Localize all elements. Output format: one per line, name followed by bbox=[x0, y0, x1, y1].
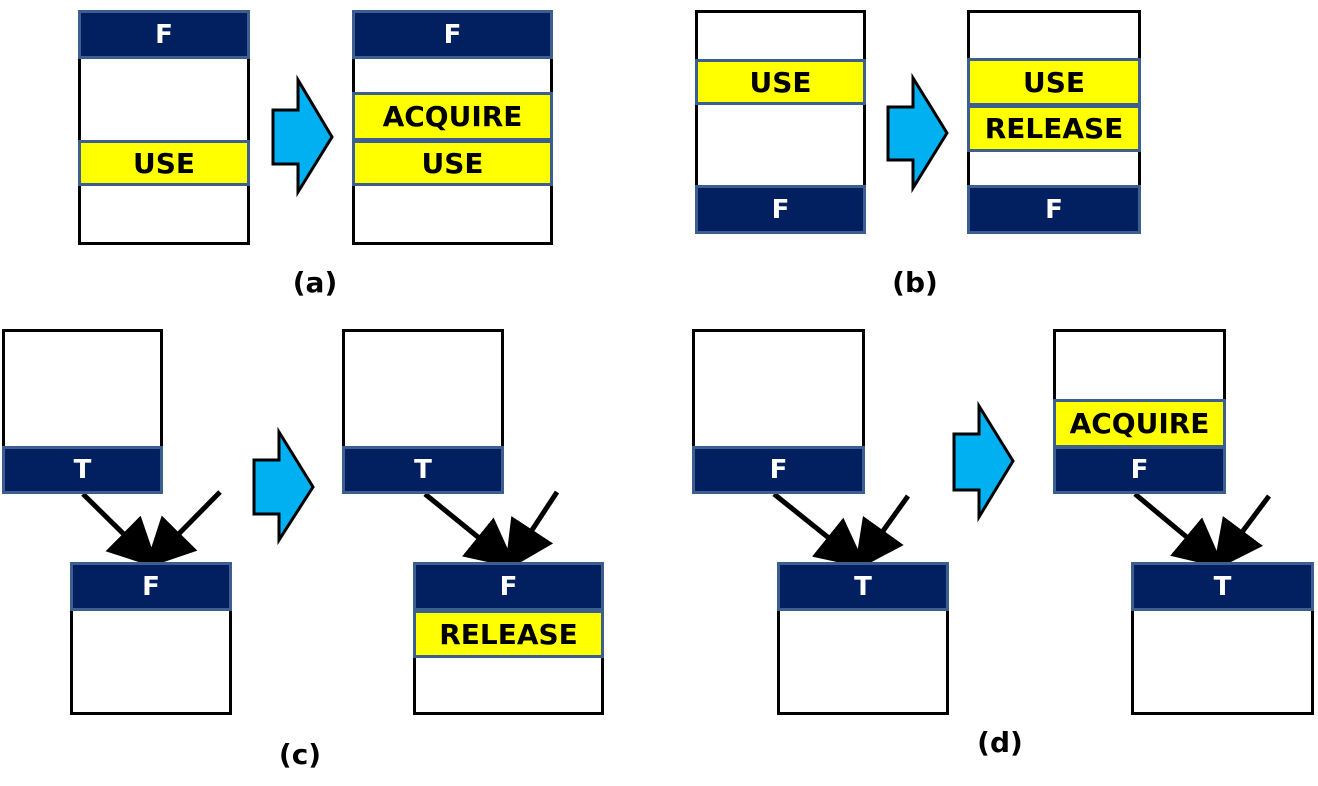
arrow-down-icon bbox=[144, 490, 222, 569]
panel-caption: (b) bbox=[892, 266, 938, 299]
caller-frame-label: F bbox=[1053, 446, 1226, 494]
release-block: RELEASE bbox=[413, 610, 604, 658]
callee-frame-label: F bbox=[413, 562, 604, 611]
use-block: USE bbox=[967, 58, 1141, 106]
panel-caption: (c) bbox=[278, 738, 322, 771]
right-block-arrow-icon bbox=[271, 74, 334, 198]
use-block: USE bbox=[695, 59, 866, 105]
right-block-arrow-icon bbox=[252, 426, 315, 546]
right-block-arrow-icon bbox=[952, 400, 1015, 523]
callee-frame-label: T bbox=[1131, 562, 1314, 611]
frame-header: F bbox=[352, 10, 553, 59]
callee-frame-label: F bbox=[70, 562, 232, 611]
caller-frame-label: F bbox=[692, 446, 865, 494]
panel-caption: (d) bbox=[977, 726, 1023, 759]
caller-frame-label: T bbox=[2, 446, 163, 494]
frame-header: F bbox=[78, 10, 250, 59]
panel-caption: (a) bbox=[292, 266, 338, 299]
acquire-block: ACQUIRE bbox=[1053, 399, 1226, 448]
arrow-down-icon bbox=[772, 492, 867, 569]
right-block-arrow-icon bbox=[886, 72, 949, 194]
frame-footer: F bbox=[695, 185, 866, 234]
arrow-down-icon bbox=[854, 494, 911, 572]
use-block: USE bbox=[78, 140, 250, 186]
arrow-down-icon bbox=[504, 490, 560, 572]
arrow-down-icon bbox=[423, 492, 517, 569]
callee-frame-label: T bbox=[777, 562, 949, 611]
release-block: RELEASE bbox=[967, 105, 1141, 152]
arrow-down-icon bbox=[1133, 492, 1225, 569]
arrow-down-icon bbox=[81, 492, 159, 569]
caller-frame-label: T bbox=[342, 446, 504, 494]
arrow-down-icon bbox=[1213, 494, 1272, 572]
use-block: USE bbox=[352, 140, 553, 186]
frame-footer: F bbox=[967, 185, 1141, 234]
acquire-block: ACQUIRE bbox=[352, 92, 553, 141]
